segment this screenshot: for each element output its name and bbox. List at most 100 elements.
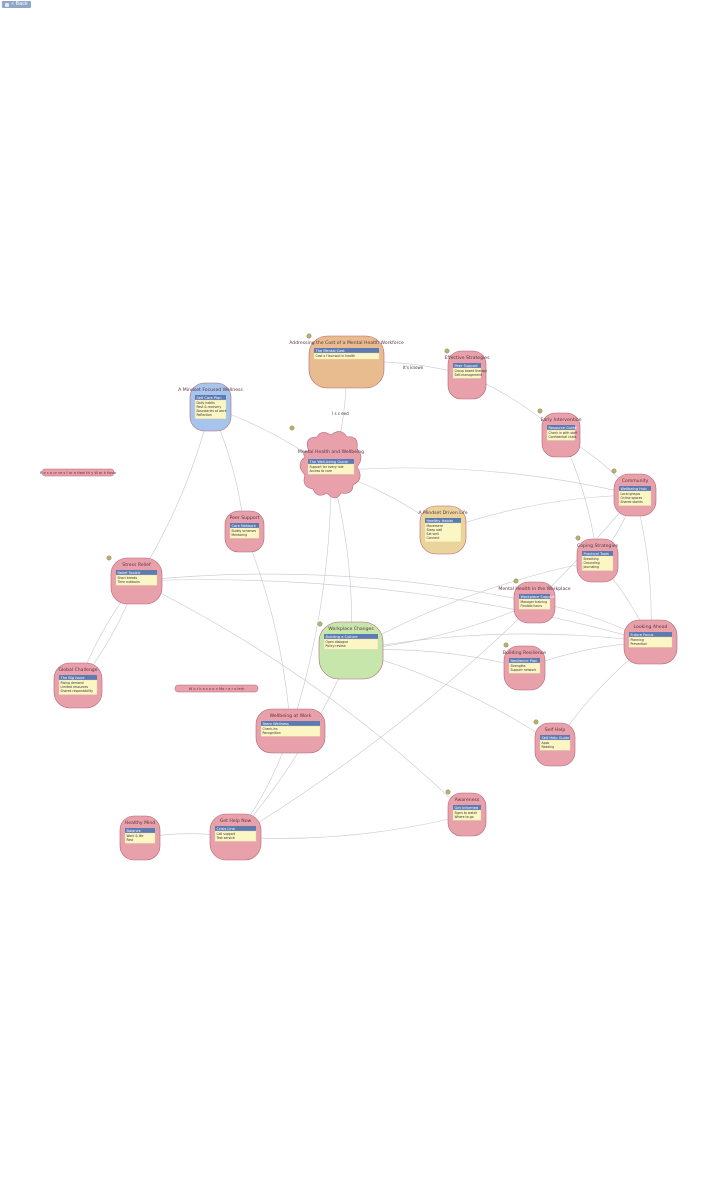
back-button-label: « Back bbox=[11, 1, 28, 7]
node-card-line: Text service bbox=[216, 836, 235, 840]
node-card-line: Shared responsibility bbox=[61, 689, 94, 693]
node-card-header-label: Workplace Support bbox=[521, 595, 556, 599]
node-card-header bbox=[509, 658, 540, 663]
node-card-line: Reading bbox=[542, 745, 555, 749]
node-card-header bbox=[261, 721, 320, 726]
node-title: Coping Strategies bbox=[577, 543, 619, 549]
node-card-line: Eat well bbox=[427, 532, 439, 536]
node-card-header-label: Self Help Guide bbox=[542, 736, 571, 740]
node-card-line: Access to care bbox=[310, 469, 332, 473]
node-card-body bbox=[214, 830, 257, 842]
node-title: Early Intervention bbox=[540, 417, 581, 423]
node-card-header bbox=[619, 486, 651, 491]
node-card-line: Recognition bbox=[263, 731, 281, 735]
map-icon bbox=[5, 2, 9, 7]
node-card-body bbox=[229, 527, 260, 539]
node-card-body bbox=[581, 555, 614, 571]
edge-n10-n12 bbox=[136, 579, 651, 643]
edge-label: I s s eed bbox=[332, 411, 349, 416]
edge-n13-n12 bbox=[350, 633, 651, 651]
node-card-line: Support for every role bbox=[310, 465, 344, 469]
node-title: Self Help bbox=[545, 727, 566, 733]
node-card-header-label: Team Wellness bbox=[262, 722, 290, 726]
concept-node[interactable]: Addressing the Cost of a Mental Health W… bbox=[289, 333, 404, 389]
node-marker-icon bbox=[503, 642, 509, 648]
node-marker-icon bbox=[317, 621, 323, 627]
node-title: Peer Support bbox=[230, 515, 260, 521]
node-card-line: Apps bbox=[542, 741, 550, 745]
node-title: Community bbox=[622, 478, 649, 484]
node-card-line: Cost o f burnout in health bbox=[316, 354, 356, 358]
node-card-header-label: Peer Support bbox=[455, 364, 479, 368]
node-card-line: Group based therapy bbox=[455, 369, 488, 373]
node-card-line: Short breaks bbox=[118, 576, 138, 580]
node-card-line: Rest & recovery bbox=[197, 405, 222, 409]
node-card-body bbox=[194, 399, 227, 419]
node-card-header bbox=[547, 425, 575, 430]
node-card-header-label: Resource Guide bbox=[549, 426, 578, 430]
node-card-line: Movement bbox=[427, 524, 444, 528]
node-card-header bbox=[540, 735, 570, 740]
node-card-body bbox=[124, 832, 156, 844]
node-card-line: Call support bbox=[217, 832, 236, 836]
node-card-line: Self-management bbox=[455, 373, 483, 377]
node-title: A Mindset Driven Life bbox=[418, 510, 467, 516]
labels-layer: R e s o ur ce s f or a Heal th y W or k … bbox=[40, 365, 424, 693]
node-card-header-label: Future Focus bbox=[631, 633, 654, 637]
node-title: Addressing the Cost of a Mental Health W… bbox=[289, 340, 404, 346]
concept-node[interactable]: Mental Health in the WorkplaceWorkplace … bbox=[498, 578, 571, 624]
resource-bar[interactable]: R e s o ur ce s f or a Heal th y W or k … bbox=[40, 468, 117, 477]
node-marker-icon bbox=[533, 719, 539, 725]
node-card-line: Sleep well bbox=[427, 528, 443, 532]
back-button[interactable]: « Back bbox=[2, 1, 31, 8]
node-card-line: Work & life bbox=[127, 834, 144, 838]
node-card-header bbox=[230, 523, 259, 528]
node-card-body bbox=[424, 522, 462, 542]
node-card-header-label: Get Informed bbox=[455, 806, 479, 810]
node-card-line: Connect bbox=[427, 536, 441, 540]
node-card-header bbox=[308, 459, 354, 464]
node-card-line: Daily habits bbox=[197, 401, 216, 405]
resource-bar[interactable]: W o r k e s o o n Mo r a r o lerh bbox=[174, 684, 259, 693]
node-card-line: Prevention bbox=[631, 642, 648, 646]
node-marker-icon bbox=[513, 578, 519, 584]
node-marker-icon bbox=[306, 333, 312, 339]
edge-n18-n20 bbox=[235, 814, 468, 839]
node-card-line: Support network bbox=[511, 668, 537, 672]
node-card-header-label: Healthy Habits bbox=[427, 519, 454, 523]
node-card-line: Where to go bbox=[455, 815, 474, 819]
node-card-body bbox=[307, 463, 355, 475]
edge-n5-n6 bbox=[330, 467, 636, 496]
node-card-body bbox=[313, 352, 380, 360]
node-card-line: Rising demand bbox=[61, 681, 84, 685]
node-card-header-label: The Well-being Guide bbox=[309, 460, 349, 464]
node-card-header-label: Self Care Plan bbox=[197, 396, 222, 400]
node-card-header bbox=[453, 363, 481, 368]
node-card-body bbox=[508, 662, 541, 674]
node-card-header bbox=[425, 518, 461, 523]
node-card-header bbox=[629, 632, 672, 637]
node-title: A Mindset Focused Wellness bbox=[178, 387, 243, 393]
edge-n4-n10 bbox=[136, 406, 211, 582]
nodes-layer: Addressing the Cost of a Mental Health W… bbox=[53, 333, 678, 861]
node-card-header bbox=[125, 828, 155, 833]
